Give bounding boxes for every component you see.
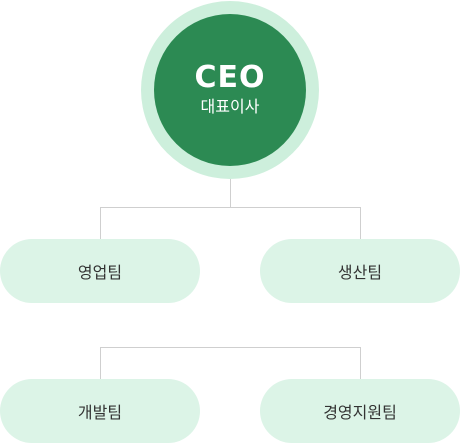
team-node-management-support: 경영지원팀: [260, 379, 460, 443]
connector-ceo-vertical: [230, 179, 231, 207]
ceo-subtitle: 대표이사: [200, 97, 260, 116]
ceo-title: CEO: [194, 60, 266, 95]
connector-row1-horizontal: [100, 207, 361, 208]
team-label: 영업팀: [77, 263, 123, 282]
connector-row2-left-drop: [100, 347, 101, 379]
team-node-production: 생산팀: [260, 239, 460, 303]
team-node-sales: 영업팀: [0, 239, 200, 303]
team-label: 생산팀: [337, 263, 383, 282]
connector-row2-horizontal: [100, 347, 361, 348]
team-label: 경영지원팀: [323, 403, 397, 422]
connector-row1-right-drop: [360, 207, 361, 239]
ceo-node: CEO 대표이사: [154, 14, 306, 166]
team-label: 개발팀: [77, 403, 123, 422]
team-node-development: 개발팀: [0, 379, 200, 443]
connector-row2-right-drop: [360, 347, 361, 379]
connector-row1-left-drop: [100, 207, 101, 239]
